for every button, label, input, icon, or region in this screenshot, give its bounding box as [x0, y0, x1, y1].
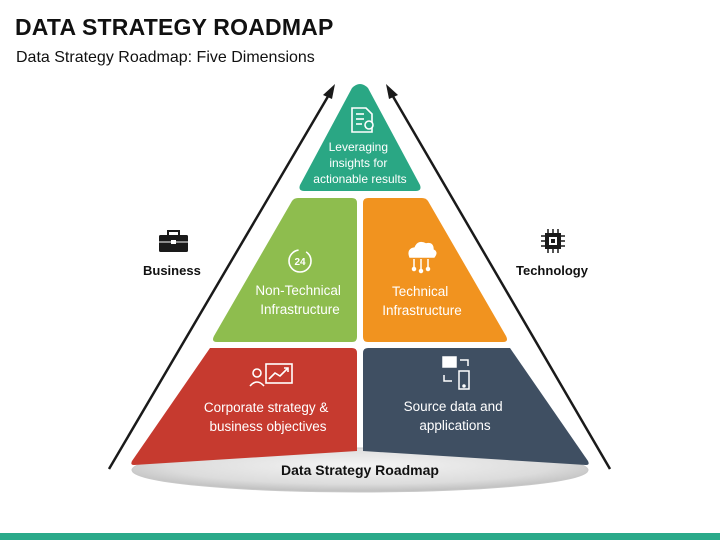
technology-label: Technology: [516, 263, 588, 278]
footer-accent-bar: [0, 533, 720, 540]
device-sync-icon: [442, 356, 470, 390]
middle-right-text-line2: Infrastructure: [382, 303, 462, 318]
svg-text:Leveraging insights for: Leveraging insights for actionable resul…: [313, 140, 406, 186]
svg-text:Source data and applicatio: Source data and applications: [404, 399, 507, 433]
base-label: Data Strategy Roadmap: [281, 462, 439, 478]
cloud-network-icon: [408, 241, 437, 274]
presenter-growth-chart-icon: [249, 363, 293, 387]
pyramid-base: [131, 447, 589, 493]
bottom-left-segment: [131, 348, 357, 465]
page-title: DATA STRATEGY ROADMAP: [15, 14, 334, 40]
bottom-right-text-line2: applications: [419, 418, 491, 433]
svg-text:Non-Technical Infrastructu: Non-Technical Infrastructure: [255, 283, 344, 317]
certificate-document-icon: [351, 107, 374, 133]
bottom-right-text-line1: Source data and: [404, 399, 503, 414]
svg-text:Corporate strategy & busin: Corporate strategy & business objectives: [204, 400, 332, 434]
briefcase-icon: [159, 230, 188, 252]
bottom-right-segment: [363, 348, 589, 465]
svg-text:Technical Infrastructure: Technical Infrastructure: [382, 284, 462, 318]
top-text-line1: Leveraging: [329, 140, 388, 154]
middle-left-text-line1: Non-Technical: [255, 283, 341, 298]
24-hours-icon: 24: [288, 249, 312, 273]
svg-text:24: 24: [294, 257, 306, 268]
top-segment: [299, 84, 421, 191]
bottom-left-text-line2: business objectives: [209, 419, 326, 434]
middle-right-segment: [363, 198, 507, 342]
middle-left-segment: [213, 198, 357, 342]
left-arrow: [107, 84, 335, 470]
top-text-line3: actionable results: [313, 172, 406, 186]
right-arrow: [386, 84, 612, 470]
middle-right-text-line1: Technical: [392, 284, 448, 299]
bottom-left-text-line1: Corporate strategy &: [204, 400, 329, 415]
page-subtitle: Data Strategy Roadmap: Five Dimensions: [16, 49, 315, 66]
middle-left-text-line2: Infrastructure: [260, 302, 340, 317]
business-label: Business: [143, 263, 201, 278]
top-text-line2: insights for: [329, 156, 387, 170]
chip-icon: [541, 229, 565, 253]
